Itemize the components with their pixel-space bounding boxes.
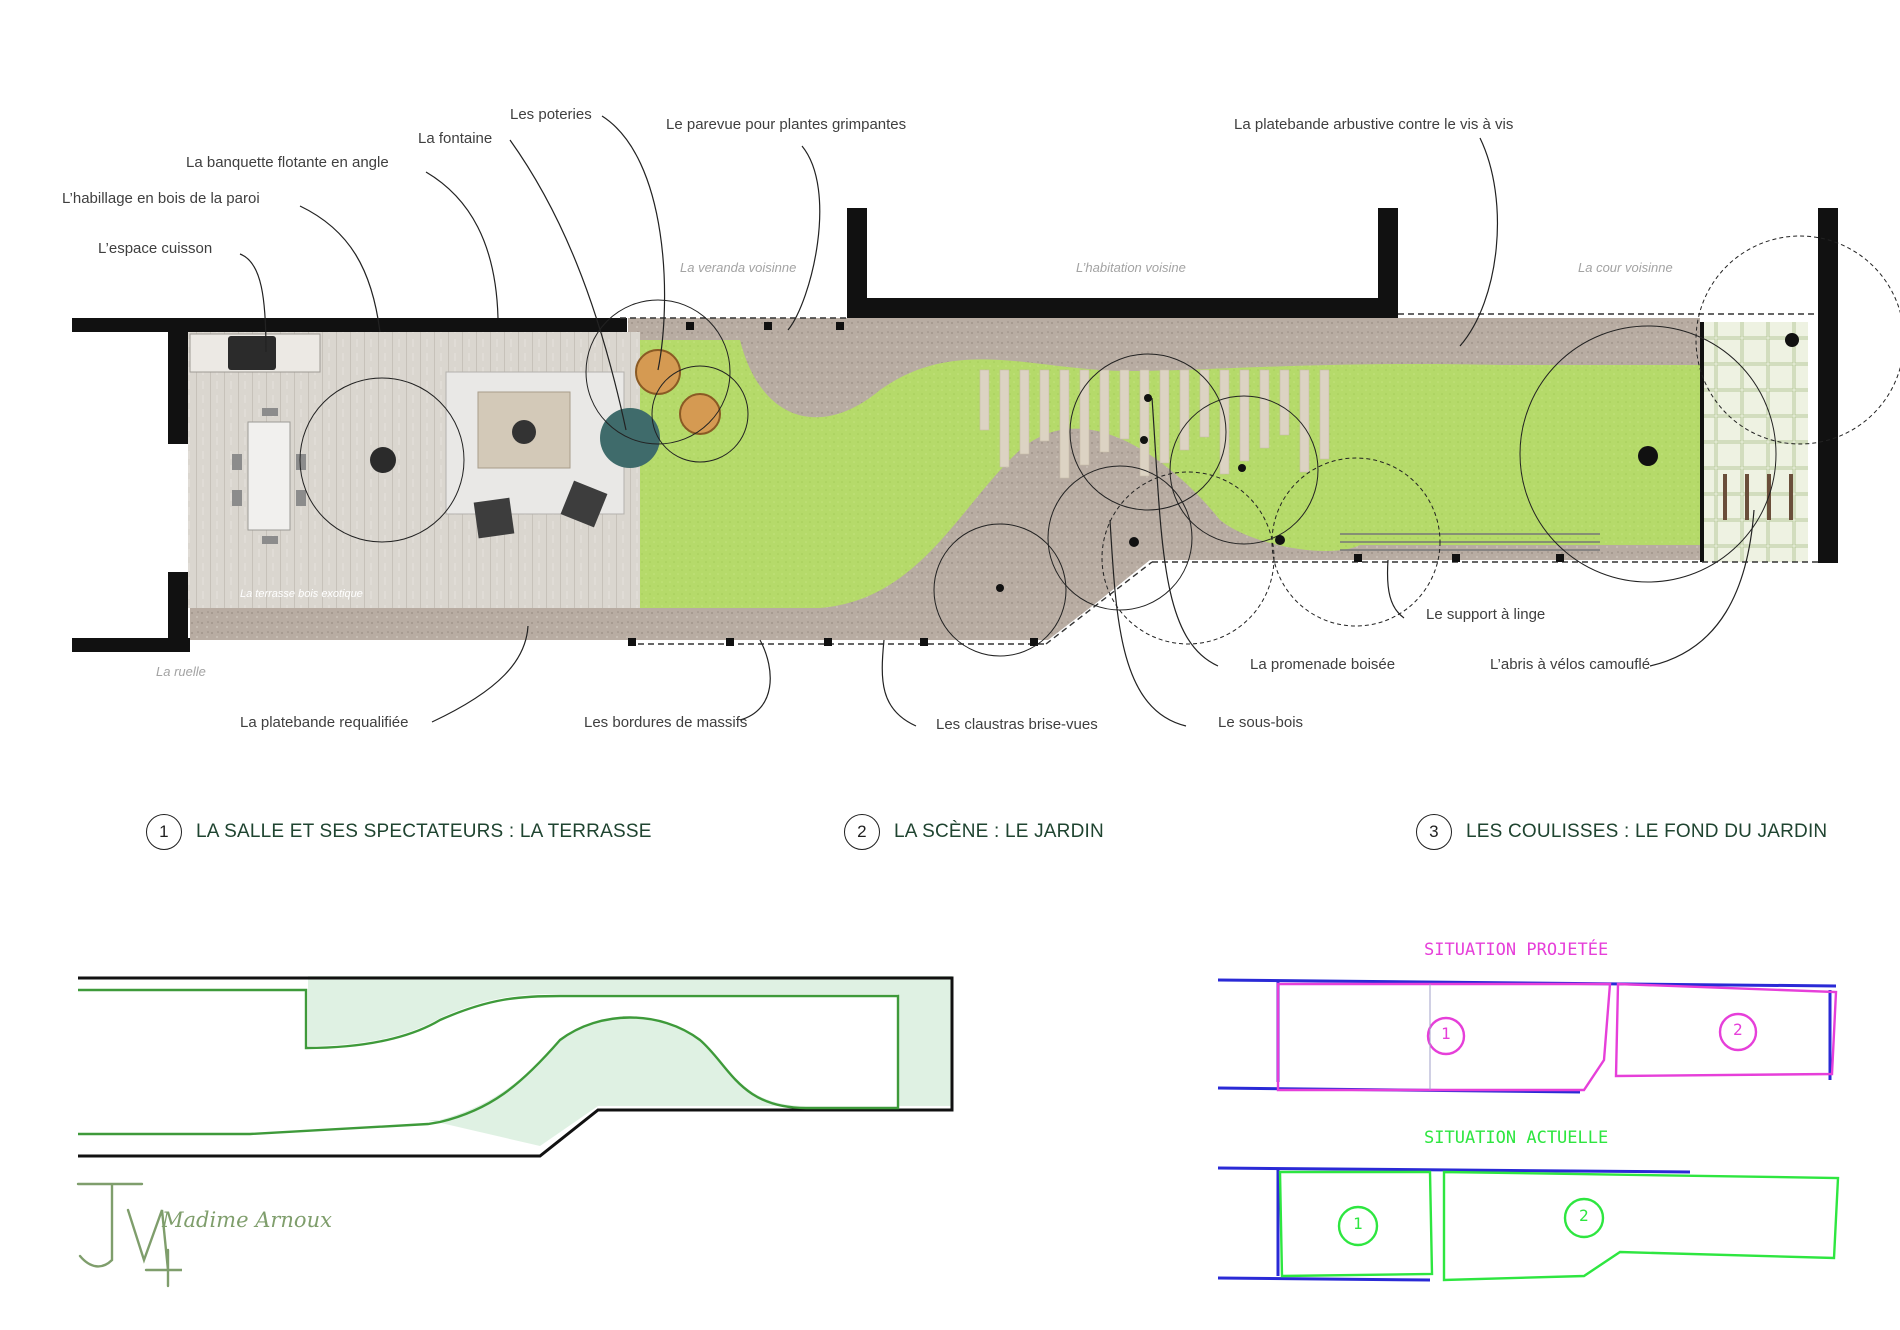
boardwalk-slat — [1159, 369, 1170, 464]
boardwalk-slat — [1259, 369, 1270, 449]
boardwalk-slat — [1279, 369, 1290, 436]
concept-green-line — [78, 988, 900, 1136]
cooktop — [228, 336, 276, 370]
boardwalk-slat — [1199, 369, 1210, 438]
coffee-table-bowl — [512, 420, 536, 444]
armchairs — [473, 480, 608, 539]
boardwalk-slat — [1139, 369, 1150, 477]
context-terrasse: La terrasse bois exotique — [240, 588, 363, 600]
boardwalk-slat — [1219, 369, 1230, 475]
label-platebande-arbustive: La platebande arbustive contre le vis à … — [1234, 116, 1514, 133]
label-claustras: Les claustras brise-vues — [936, 716, 1098, 733]
section-number: 2 — [844, 814, 880, 850]
boardwalk-slat — [1179, 369, 1190, 451]
concept-planting-zone — [308, 976, 952, 1146]
label-promenade: La promenade boisée — [1250, 656, 1396, 673]
boardwalk-slat — [1039, 369, 1050, 442]
section-number: 1 — [146, 814, 182, 850]
context-cour: La cour voisinne — [1578, 260, 1673, 275]
label-platebande-requalifiee: La platebande requalifiée — [240, 714, 409, 731]
sketch-projected-zone-1: 1 — [1441, 1024, 1451, 1043]
sketch-current — [1217, 1166, 1840, 1282]
boardwalk-slat — [999, 369, 1010, 468]
boardwalk-slat — [1119, 369, 1130, 440]
section-title: LES COULISSES : LE FOND DU JARDIN — [1466, 821, 1828, 842]
sketch-current-zone-2: 2 — [1579, 1206, 1589, 1225]
boardwalk-slat — [979, 369, 990, 431]
label-fontaine: La fontaine — [418, 130, 493, 147]
section-2: 2 LA SCÈNE : LE JARDIN — [844, 814, 1104, 850]
context-veranda: La veranda voisinne — [680, 260, 797, 275]
walls — [72, 208, 1838, 652]
pot-1 — [635, 349, 681, 395]
bike-shelter — [1702, 322, 1808, 562]
boardwalk-slat — [1319, 369, 1330, 460]
label-abris-velos: L’abris à vélos camouflé — [1490, 656, 1651, 673]
section-1: 1 LA SALLE ET SES SPECTATEURS : LA TERRA… — [146, 814, 652, 850]
context-ruelle: La ruelle — [156, 664, 206, 679]
dining-chairs — [232, 408, 306, 544]
clothes-line — [1340, 533, 1600, 551]
boardwalk-slat — [1019, 369, 1030, 455]
concept-outline-walls — [78, 976, 954, 1158]
section-title: LA SALLE ET SES SPECTATEURS : LA TERRASS… — [196, 821, 652, 842]
canopy-centers — [996, 333, 1799, 592]
boardwalk-slat — [1099, 369, 1110, 453]
label-parevue: Le parevue pour plantes grimpantes — [666, 116, 907, 133]
leader-lines — [239, 115, 1755, 727]
label-habillage: L’habillage en bois de la paroi — [62, 190, 260, 207]
section-number: 3 — [1416, 814, 1452, 850]
trellis-posts — [628, 322, 1564, 646]
signature-mark — [76, 1182, 182, 1288]
label-bordures: Les bordures de massifs — [584, 714, 748, 731]
sketch-projected-title: SITUATION PROJETÉE — [1424, 940, 1609, 960]
boardwalk-slat — [1079, 369, 1090, 466]
label-support-linge: Le support à linge — [1426, 606, 1546, 623]
fire-bowl — [370, 447, 396, 473]
fence-lines — [620, 313, 1818, 645]
sketch-projected — [1217, 978, 1838, 1094]
lawn — [640, 340, 1700, 608]
label-cuisson: L’espace cuisson — [98, 240, 213, 257]
pot-2 — [679, 393, 721, 435]
dining-table — [247, 421, 291, 531]
signature: Madime Arnoux — [162, 1208, 332, 1232]
boardwalk-slat — [1239, 369, 1250, 462]
boardwalk-slat — [1059, 369, 1070, 479]
label-poteries: Les poteries — [510, 106, 592, 123]
sketch-current-title: SITUATION ACTUELLE — [1424, 1128, 1609, 1148]
tree-canopies — [299, 235, 1900, 657]
sketch-projected-zone-2: 2 — [1733, 1020, 1743, 1039]
label-sous-bois: Le sous-bois — [1218, 714, 1304, 731]
section-title: LA SCÈNE : LE JARDIN — [894, 821, 1104, 842]
boardwalk-slats — [979, 369, 1330, 479]
context-habitation: L’habitation voisine — [1076, 260, 1186, 275]
section-3: 3 LES COULISSES : LE FOND DU JARDIN — [1416, 814, 1827, 850]
sketch-current-zone-1: 1 — [1353, 1214, 1363, 1233]
label-banquette: La banquette flotante en angle — [186, 154, 389, 171]
fountain — [600, 408, 660, 468]
